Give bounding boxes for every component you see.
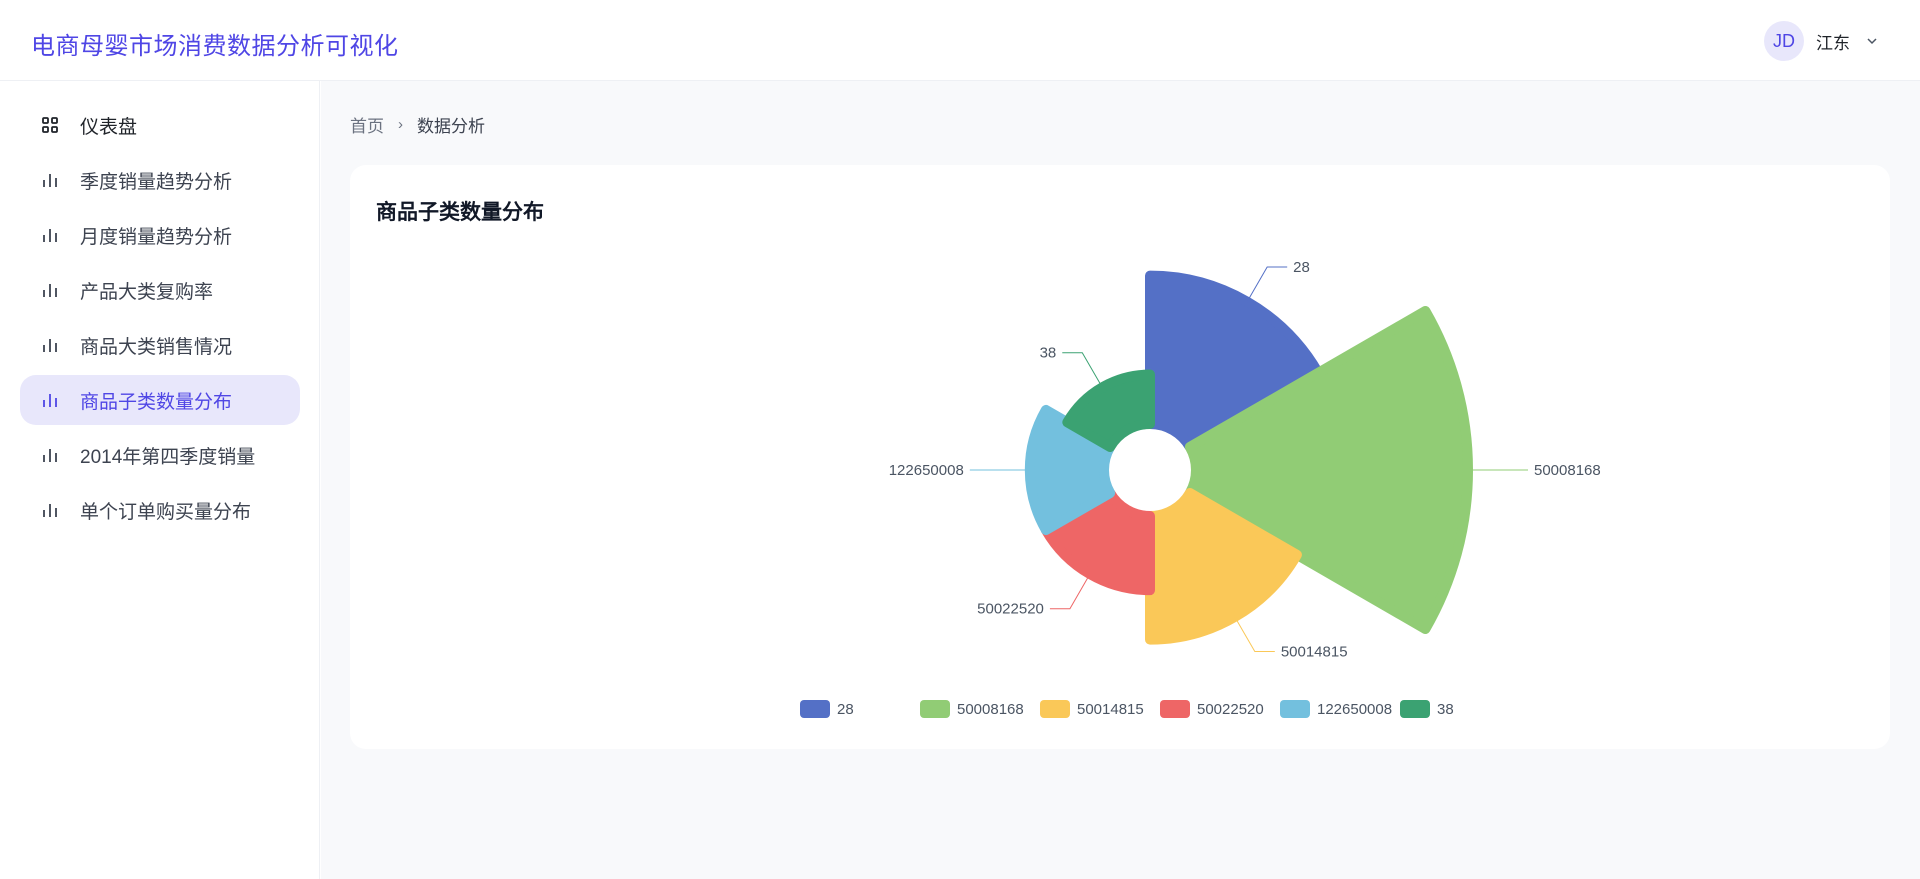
bar-chart-icon xyxy=(30,226,70,244)
breadcrumb-current: 数据分析 xyxy=(417,117,485,136)
legend-label: 50014815 xyxy=(1077,701,1144,718)
chevron-right-icon: › xyxy=(398,116,403,133)
sidebar-item-label: 季度销量趋势分析 xyxy=(80,171,233,193)
sidebar-item-label: 仪表盘 xyxy=(80,116,138,138)
sidebar-item-monthly-trend[interactable]: 月度销量趋势分析 xyxy=(20,210,300,260)
slice-label: 28 xyxy=(1293,259,1310,276)
rose-slice-50008168[interactable] xyxy=(1184,306,1473,634)
legend-item-50014815[interactable]: 50014815 xyxy=(1040,700,1144,718)
legend-item-50008168[interactable]: 50008168 xyxy=(920,700,1024,718)
top-bar: 电商母婴市场消费数据分析可视化 JD 江东 xyxy=(0,0,1920,81)
sidebar-item-order-quantity[interactable]: 单个订单购买量分布 xyxy=(20,485,300,535)
legend-item-38[interactable]: 38 xyxy=(1400,700,1454,718)
legend-item-28[interactable]: 28 xyxy=(800,700,854,718)
legend-label: 122650008 xyxy=(1317,701,1392,718)
bar-chart-icon xyxy=(30,281,70,299)
legend-label: 38 xyxy=(1437,701,1454,718)
rose-slice-38[interactable] xyxy=(1062,369,1155,452)
legend-label: 28 xyxy=(837,701,854,718)
sidebar-item-repurchase-rate[interactable]: 产品大类复购率 xyxy=(20,265,300,315)
sidebar-item-label: 2014年第四季度销量 xyxy=(80,446,256,468)
bar-chart-icon xyxy=(30,501,70,519)
rose-slice-28[interactable] xyxy=(1145,270,1324,452)
slice-label: 122650008 xyxy=(889,462,964,479)
legend-swatch xyxy=(1400,700,1430,718)
sidebar-item-category-sales[interactable]: 商品大类销售情况 xyxy=(20,320,300,370)
sidebar-item-label: 单个订单购买量分布 xyxy=(80,501,252,523)
sidebar-item-label: 商品子类数量分布 xyxy=(80,391,233,413)
sidebar-item-subcategory-distribution[interactable]: 商品子类数量分布 xyxy=(20,375,300,425)
sidebar-item-quarterly-trend[interactable]: 季度销量趋势分析 xyxy=(20,155,300,205)
sidebar-item-label: 月度销量趋势分析 xyxy=(80,226,233,248)
main-content: 首页 › 数据分析 商品子类数量分布 28 50008168 50014815 500… xyxy=(321,81,1920,879)
legend-item-122650008[interactable]: 122650008 xyxy=(1280,700,1392,718)
rose-chart: 28 50008168 50014815 50022520 122650008 38 28 5… xyxy=(800,259,1601,718)
chevron-down-icon[interactable] xyxy=(1866,35,1878,47)
slice-label: 50022520 xyxy=(977,601,1044,618)
legend-label: 50022520 xyxy=(1197,701,1264,718)
bar-chart-icon xyxy=(30,446,70,464)
label-line-28 xyxy=(1243,266,1288,308)
sidebar: 仪表盘 季度销量趋势分析 月度销量趋势分析 产品大类复购率 商品大类销售情况 商… xyxy=(0,81,320,879)
legend-swatch xyxy=(1280,700,1310,718)
legend-item-50022520[interactable]: 50022520 xyxy=(1160,700,1264,718)
sidebar-item-2014-q4-sales[interactable]: 2014年第四季度销量 xyxy=(20,430,300,480)
legend-swatch xyxy=(1160,700,1190,718)
user-name[interactable]: 江东 xyxy=(1816,33,1850,53)
legend-swatch xyxy=(920,700,950,718)
rose-slice-50014815[interactable] xyxy=(1145,488,1302,645)
slice-label: 50008168 xyxy=(1534,462,1601,479)
slice-label: 50014815 xyxy=(1281,644,1348,661)
bar-chart-icon xyxy=(30,171,70,189)
sidebar-item-dashboard[interactable]: 仪表盘 xyxy=(20,100,300,150)
label-line-50022520 xyxy=(1049,568,1094,610)
breadcrumb: 首页 › 数据分析 xyxy=(350,112,485,137)
user-menu[interactable]: JD 江东 xyxy=(1764,20,1878,62)
label-line-50014815 xyxy=(1231,611,1275,653)
chart-title: 商品子类数量分布 xyxy=(376,201,544,224)
bar-chart-icon xyxy=(30,336,70,354)
breadcrumb-home[interactable]: 首页 xyxy=(350,117,384,136)
legend-swatch xyxy=(1040,700,1070,718)
bar-chart-icon xyxy=(30,391,70,409)
grid-icon xyxy=(30,116,70,134)
legend-swatch xyxy=(800,700,830,718)
sidebar-item-label: 商品大类销售情况 xyxy=(80,336,233,358)
app-title: 电商母婴市场消费数据分析可视化 xyxy=(31,33,399,60)
chart-card: 商品子类数量分布 28 50008168 50014815 50022520 12265… xyxy=(350,165,1890,749)
label-line-38 xyxy=(1062,352,1106,393)
legend-label: 50008168 xyxy=(957,701,1024,718)
avatar[interactable]: JD xyxy=(1764,21,1804,61)
slice-label: 38 xyxy=(1040,345,1057,362)
sidebar-item-label: 产品大类复购率 xyxy=(80,281,214,303)
